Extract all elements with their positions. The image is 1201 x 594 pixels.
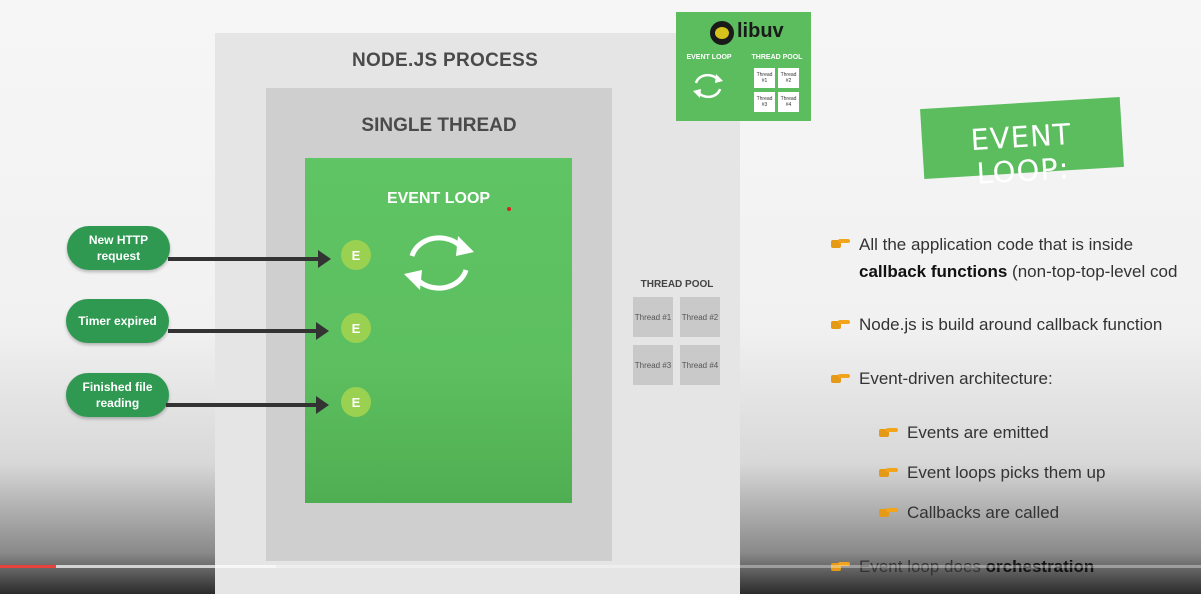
event-finished-file-reading: Finished file reading — [66, 373, 169, 417]
video-progress-bar[interactable] — [0, 565, 1201, 568]
bullet-text: Event-driven architecture: — [859, 369, 1053, 388]
event-arrow — [168, 257, 320, 261]
pointing-hand-icon — [831, 239, 850, 248]
emitter-circle: E — [341, 387, 371, 417]
pointing-hand-icon — [831, 320, 850, 329]
pointing-hand-icon — [831, 562, 850, 571]
sub-bullet-text: Event loops picks them up — [907, 463, 1106, 482]
libuv-loop-label: EVENT LOOP — [686, 54, 732, 61]
thread-title: SINGLE THREAD — [361, 115, 517, 136]
libuv-thread-cell: Thread #2 — [778, 68, 799, 88]
event-label: Timer expired — [78, 314, 157, 328]
libuv-pool-label: THREAD POOL — [751, 54, 803, 61]
process-title: NODE.JS PROCESS — [351, 50, 539, 71]
event-label: Finished file reading — [82, 380, 153, 410]
libuv-name: libuv — [737, 20, 784, 42]
cycle-arrows-icon — [693, 73, 723, 99]
bullet-text: callback functions (non-top-top-level co… — [859, 258, 1177, 285]
event-label: New HTTP request — [88, 233, 149, 263]
libuv-logo-icon — [710, 21, 734, 45]
sub-bullet-text: Callbacks are called — [907, 503, 1060, 522]
bullet-text: All the application code that is inside — [859, 235, 1134, 254]
cursor-dot — [507, 207, 511, 211]
bullet-text: Event loop does orchestration — [859, 553, 1094, 580]
sub-bullet-text: Events are emitted — [907, 423, 1049, 442]
pointing-hand-icon — [879, 468, 898, 477]
bullet-bold: orchestration — [985, 557, 1095, 576]
bullet-text: Node.js is build around callback functio… — [859, 315, 1163, 334]
pointing-hand-icon — [879, 428, 898, 437]
event-arrow — [166, 403, 318, 407]
thread-cell: Thread #3 — [633, 345, 673, 385]
libuv-thread-cell: Thread #1 — [754, 68, 775, 88]
arrow-head-icon — [316, 396, 329, 414]
thread-pool-title: THREAD POOL — [640, 279, 714, 290]
bullet-bold: callback functions — [859, 262, 1008, 281]
event-loop-title: EVENT LOOP — [386, 190, 491, 207]
event-arrow — [168, 329, 318, 333]
arrow-head-icon — [316, 322, 329, 340]
thread-cell: Thread #2 — [680, 297, 720, 337]
arrow-head-icon — [318, 250, 331, 268]
thread-cell: Thread #4 — [680, 345, 720, 385]
event-timer-expired: Timer expired — [66, 299, 169, 343]
emitter-circle: E — [341, 313, 371, 343]
libuv-thread-cell: Thread #4 — [778, 92, 799, 112]
event-new-http-request: New HTTP request — [67, 226, 170, 270]
pointing-hand-icon — [831, 374, 850, 383]
emitter-circle: E — [341, 240, 371, 270]
libuv-thread-cell: Thread #3 — [754, 92, 775, 112]
pointing-hand-icon — [879, 508, 898, 517]
bullet-rest: (non-top-top-level cod — [1007, 262, 1178, 281]
section-banner-title: EVENT LOOP: — [969, 116, 1073, 191]
thread-cell: Thread #1 — [633, 297, 673, 337]
bullet-pre: Event loop does — [859, 557, 986, 576]
cycle-arrows-icon — [404, 235, 474, 291]
video-progress-fill — [0, 565, 56, 568]
video-buffered-bar — [56, 565, 276, 568]
